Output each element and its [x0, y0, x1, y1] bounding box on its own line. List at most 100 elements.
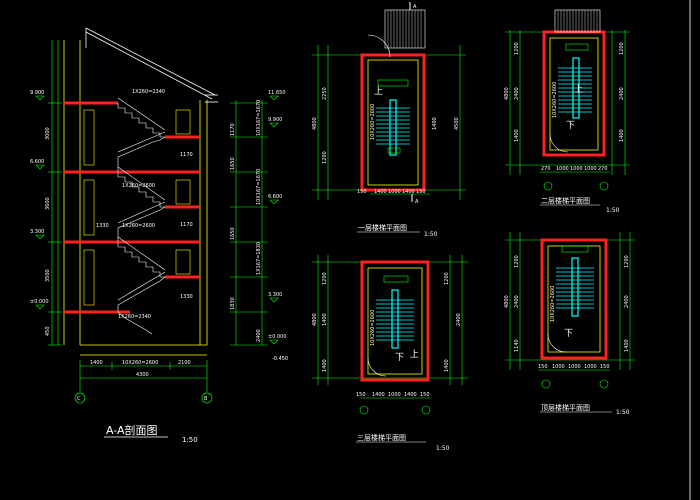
plan1-dim-flight: 10X260=2600: [370, 104, 376, 140]
plan3-dim-bottom-2: 1400: [372, 392, 385, 398]
plan1-label-up: 上: [374, 86, 383, 97]
plan1-dim-left-total: 4800: [312, 117, 318, 130]
plan2-dim-bottom-1: 270: [541, 166, 551, 172]
plan3-title: 三层楼梯平面图: [357, 433, 406, 442]
dim-right-1: 1170: [230, 123, 236, 136]
level-left-2: 6.600: [30, 159, 44, 165]
dim-right-5: 1650: [230, 227, 236, 240]
dim-right-3: 1650: [230, 157, 236, 170]
plan2-dim-bottom-5: 270: [598, 166, 608, 172]
plan1-scale: 1:50: [424, 231, 438, 238]
level-left-3: 3.300: [30, 229, 44, 235]
level-right-2: 9.900: [268, 117, 282, 123]
plan1-dim-small: 1400: [432, 117, 438, 130]
plan-top-floor: 下 1200 2400 1140 4800 1200 2400 1400 10X…: [504, 232, 635, 416]
plan4-dim-left-total: 4800: [504, 295, 510, 308]
plan4-dim-bottom-1: 150: [538, 364, 548, 370]
plan2-dim-left-3: 1400: [514, 129, 520, 142]
plan2-dim-left-total: 4800: [504, 87, 510, 100]
plan2-dim-bottom-2: 1000: [556, 166, 569, 172]
level-right-4: 3.300: [268, 292, 282, 298]
stair-label-2: 1X260=2600: [122, 183, 155, 189]
plan4-dim-right-1: 1200: [624, 255, 630, 268]
plan4-title: 顶层楼梯平面图: [541, 403, 590, 412]
dim-inner-2: 1170: [180, 222, 193, 228]
plan3-dim-right-3: 1400: [444, 359, 450, 372]
plan2-dim-left-1: 1200: [514, 42, 520, 55]
plan4-dim-left-1: 1200: [514, 255, 520, 268]
plan3-dim-left-1: 1200: [322, 272, 328, 285]
dim-inner-4: 1330: [96, 223, 109, 229]
plan4-dim-left-2: 2400: [514, 295, 520, 308]
plan3-label-down: 下: [395, 353, 404, 363]
level-left-1: 9.900: [30, 90, 44, 96]
plan2-dim-right-3: 1400: [619, 129, 625, 142]
section-scale: 1:50: [182, 436, 198, 444]
plan4-dim-bottom-4: 1000: [584, 364, 597, 370]
plan2-dim-left-2: 2400: [514, 87, 520, 100]
plan3-dim-bottom-4: 1400: [404, 392, 417, 398]
dim-inner-1: 1170: [180, 152, 193, 158]
plan4-dim-left-3: 1140: [514, 339, 520, 352]
plan3-dim-right-2: 2400: [456, 313, 462, 326]
section-title: A-A剖面图: [106, 423, 158, 437]
plan1-title: 一层楼梯平面图: [358, 223, 407, 232]
dim-right-8: 2400: [256, 329, 262, 342]
dim-bottom-2: 10X260=2600: [122, 360, 158, 366]
dim-left-4: 450: [45, 326, 51, 336]
dim-right-6: 1X167=1830: [256, 242, 262, 275]
plan4-label-down: 下: [564, 329, 573, 339]
dim-inner-3: 1330: [180, 294, 193, 300]
plan1-dim-right: 4500: [454, 117, 460, 130]
plan-third-floor: 上 下 1200 1400 1400 4800 1200 2400 1400 1…: [312, 255, 468, 452]
stair-label-3: 1X260=2600: [122, 223, 155, 229]
plan1-dim-bottom-1: 150: [357, 189, 367, 195]
plan3-dim-left-2: 1400: [322, 313, 328, 326]
plan1-dim-bottom-5: 150: [416, 189, 426, 195]
plan3-dim-bottom-1: 150: [356, 392, 366, 398]
plan4-dim-bottom-5: 150: [600, 364, 610, 370]
plan4-dim-right-2: 2400: [624, 295, 630, 308]
plan2-label-up: 上: [574, 84, 583, 95]
section-aa: 9.900 6.600 3.300 ±0.000 3000 3600 3500 …: [30, 27, 288, 444]
dim-total: 4300: [136, 372, 149, 378]
plan2-dim-bottom-4: 1000: [584, 166, 597, 172]
plan4-dim-right-3: 1400: [624, 339, 630, 352]
plan3-dim-right-1: 1200: [444, 272, 450, 285]
plan-second-floor: 上 下 1200 2400 1400 4800 1200 2400 1400 1…: [504, 9, 630, 214]
plan2-title: 二层楼梯平面图: [541, 196, 590, 205]
plan3-dim-flight: 10X260=2600: [370, 310, 376, 346]
plan3-label-up: 上: [410, 349, 419, 360]
level-right-bottom: -0.450: [272, 356, 288, 362]
plan3-dim-left-3: 1400: [322, 359, 328, 372]
plan2-scale: 1:50: [606, 207, 620, 214]
dim-left-1: 3000: [45, 127, 51, 140]
dim-bottom-3: 2100: [178, 360, 191, 366]
level-right-5: ±0.000: [268, 334, 287, 340]
dim-left-3: 3500: [45, 269, 51, 282]
plan1-dim-bottom-3: 1000: [388, 189, 401, 195]
dim-left-2: 3600: [45, 197, 51, 210]
plan1-dim-left-2: 1200: [322, 151, 328, 164]
plan1-axis-bottom: A: [415, 199, 419, 205]
plan4-dim-flight: 10X260=2600: [550, 286, 556, 322]
dim-right-7: 1830: [230, 297, 236, 310]
plan3-dim-left-total: 4800: [312, 313, 318, 326]
plan2-dim-flight: 10X260=2600: [552, 82, 558, 118]
plan1-dim-bottom-2: 1400: [374, 189, 387, 195]
dim-right-2: 10X167=1670: [256, 100, 262, 136]
level-right-3: 6.600: [268, 194, 282, 200]
stair-label-4: 1X260=2340: [118, 314, 151, 320]
plan1-dim-bottom-4: 1400: [402, 189, 415, 195]
plan2-label-down: 下: [566, 121, 575, 131]
level-right-1: 11.650: [268, 90, 286, 96]
plan4-scale: 1:50: [616, 409, 630, 416]
axis-right-label: B: [204, 396, 208, 402]
plan-first-floor: 上 A A 2250 1200 4800 4500 10X260=2600 14…: [312, 2, 466, 238]
plan2-dim-right-2: 2400: [619, 87, 625, 100]
plan2-dim-bottom-3: 1000: [570, 166, 583, 172]
dim-bottom-1: 1400: [90, 360, 103, 366]
axis-left-label: C: [77, 396, 81, 402]
level-left-4: ±0.000: [30, 299, 49, 305]
plan4-dim-bottom-3: 1000: [568, 364, 581, 370]
